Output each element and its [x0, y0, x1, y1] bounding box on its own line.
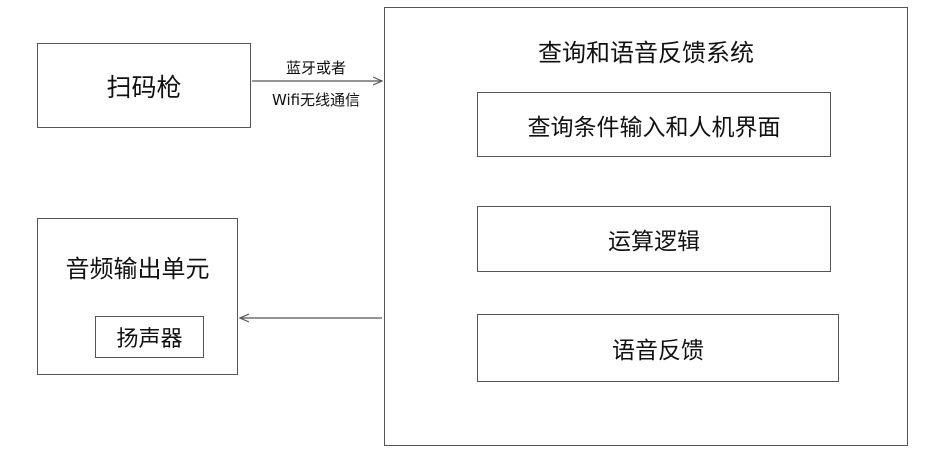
connection-label-line2: Wifi无线通信: [251, 89, 381, 110]
logic-label: 运算逻辑: [608, 222, 700, 256]
query-interface-module: 查询条件输入和人机界面: [477, 92, 831, 157]
audio-output-unit-box: 音频输出单元 扬声器: [37, 218, 238, 375]
voice-feedback-label: 语音反馈: [612, 331, 704, 365]
system-title: 查询和语音反馈系统: [385, 33, 907, 68]
speaker-box: 扬声器: [95, 316, 204, 358]
connection-label-line1: 蓝牙或者: [251, 57, 381, 78]
query-voice-feedback-system-box: 查询和语音反馈系统 查询条件输入和人机界面 运算逻辑 语音反馈: [384, 7, 908, 446]
voice-feedback-module: 语音反馈: [477, 314, 839, 382]
audio-output-unit-title: 音频输出单元: [38, 249, 237, 284]
scanner-label: 扫码枪: [106, 68, 181, 104]
logic-module: 运算逻辑: [477, 206, 831, 272]
scanner-box: 扫码枪: [37, 43, 251, 128]
speaker-label: 扬声器: [116, 321, 182, 353]
query-interface-label: 查询条件输入和人机界面: [528, 108, 781, 142]
